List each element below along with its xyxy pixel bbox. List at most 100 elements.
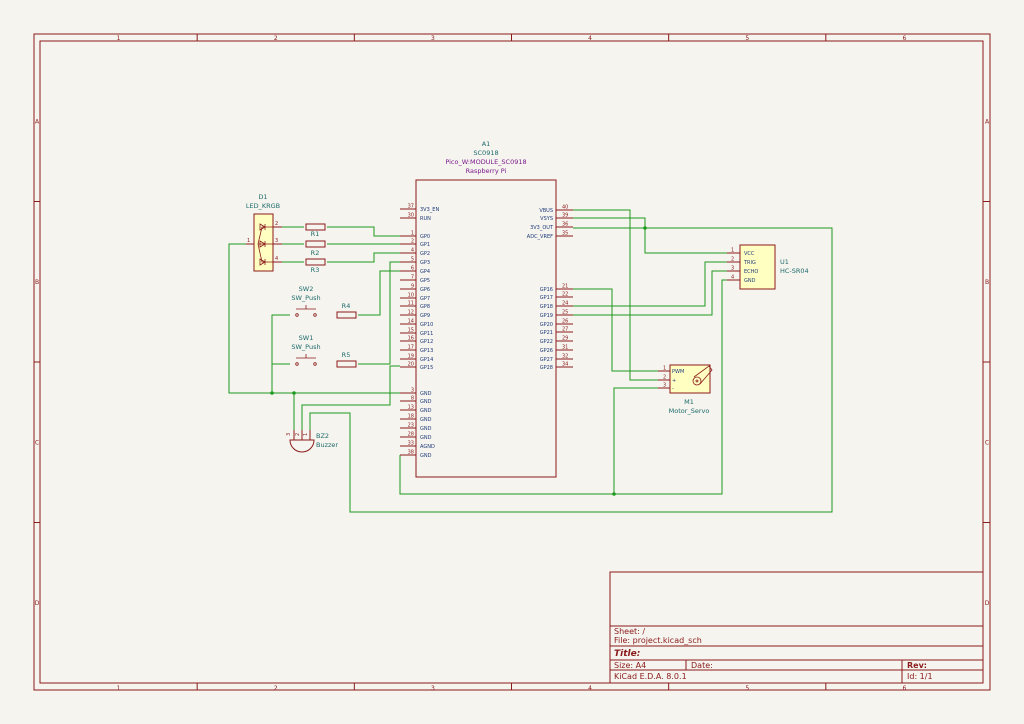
sensor-body [739, 244, 776, 290]
pico-pin-name: GP1 [420, 242, 430, 248]
frame-column-label: 4 [588, 685, 592, 692]
pico-pin-name: GP11 [420, 331, 433, 337]
title-block-size: Size: A4 [614, 661, 646, 670]
frame-column-label: 3 [431, 685, 435, 692]
resistor-body [336, 311, 357, 319]
servo-pin-name: - [672, 386, 674, 392]
pico-pin-number: 31 [562, 345, 568, 351]
pico-pin-number: 10 [408, 293, 414, 299]
resistor-body [305, 223, 326, 231]
frame-column-label: 5 [745, 685, 749, 692]
pico-pin-name: RUN [420, 216, 431, 222]
pico-pin-name: GP16 [540, 287, 553, 293]
pico-pin-name: GP18 [540, 304, 553, 310]
pico-pin-name: 3V3_OUT [530, 225, 554, 231]
pico-pin-number: 1 [411, 231, 414, 237]
frame-column-label: 1 [117, 35, 121, 42]
sensor-pin-number: 1 [731, 248, 734, 254]
pico-pin-number: 14 [408, 319, 414, 325]
pico-pin-number: 21 [562, 284, 568, 290]
push-switch-sw2[interactable]: SW2 SW_Push [291, 285, 321, 317]
pico-pin-name: GP5 [420, 278, 430, 284]
pico-pin-name: GP19 [540, 313, 553, 319]
outer-frame [33, 33, 991, 691]
buzzer-icon [289, 439, 315, 453]
frame-row-label: B [985, 279, 989, 286]
frame-column-label: 6 [903, 35, 907, 42]
servo-pin-number: 2 [663, 375, 666, 381]
pico-value: SC0918 [473, 149, 498, 157]
pico-pin-number: 13 [408, 405, 414, 411]
pico-pin-name: GP7 [420, 296, 430, 302]
resistor-body [305, 240, 326, 248]
pico-pin-number: 29 [562, 336, 568, 342]
frame-column-label: 2 [274, 35, 278, 42]
pico-pin-name: GP9 [420, 313, 430, 319]
sensor-pin-name: ECHO [744, 269, 758, 275]
led-pin-1: 1 [247, 238, 250, 244]
resistor-r1[interactable]: R1 [305, 223, 326, 238]
pico-footprint: Pico_W:MODULE_SC0918 [445, 158, 526, 166]
pico-pin-number: 17 [408, 345, 414, 351]
pico-pin-name: GP20 [540, 322, 553, 328]
pico-pin-number: 33 [408, 441, 414, 447]
pico-pin-number: 36 [562, 222, 568, 228]
pico-w-module[interactable]: A1 SC0918 Pico_W:MODULE_SC0918 Raspberry… [400, 140, 573, 478]
title-block-sheet: Sheet: / [614, 627, 645, 636]
pico-pin-number: 7 [411, 275, 414, 281]
servo-pin-number: 1 [663, 366, 666, 372]
resistor-ref: R1 [311, 230, 320, 238]
pico-pin-number: 5 [411, 257, 414, 263]
pico-pin-name: GP14 [420, 357, 433, 363]
pico-pin-number: 35 [562, 231, 568, 237]
pico-pin-number: 18 [408, 414, 414, 420]
sensor-pin-number: 4 [731, 275, 734, 281]
pico-pin-name: GND [420, 391, 432, 397]
resistor-body [305, 258, 326, 266]
pico-pin-number: 37 [408, 204, 414, 210]
pico-pin-name: GP22 [540, 339, 553, 345]
frame-row-label: C [35, 439, 39, 446]
pico-pin-number: 4 [411, 248, 414, 254]
led-diode-icon [257, 223, 273, 266]
frame-column-label: 2 [274, 685, 278, 692]
frame-row-label: B [35, 279, 39, 286]
pico-pin-name: GND [420, 408, 432, 414]
push-switch-icon [295, 305, 317, 317]
switch-value: SW_Push [291, 343, 320, 351]
pico-pin-name: GP17 [540, 295, 553, 301]
pico-pin-number: 11 [408, 301, 414, 307]
resistor-r5[interactable]: R5 [336, 351, 357, 368]
frame-row-label: C [985, 439, 989, 446]
resistor-r3[interactable]: R3 [305, 258, 326, 274]
pico-pin-name: GP0 [420, 234, 430, 240]
led-body [253, 213, 274, 272]
pico-pin-number: 38 [408, 450, 414, 456]
servo-ref: M1 [684, 398, 694, 406]
pico-pin-name: GND [420, 426, 432, 432]
sensor-pin-name: VCC [744, 251, 755, 257]
pico-right-pins: 40VBUS39VSYS363V3_OUT35ADC_VREF21GP1622G… [527, 205, 573, 371]
pico-pin-number: 30 [408, 213, 414, 219]
led-pin-3: 3 [275, 238, 278, 244]
pico-pin-name: GP2 [420, 251, 430, 257]
rgb-led[interactable]: D1 LED_KRGB 2 3 4 1 [246, 193, 282, 272]
switch-ref: SW1 [299, 334, 314, 342]
buzzer-bz2[interactable]: 3 2 1 BZ2 Buzzer [286, 430, 338, 453]
frame-row-label: A [985, 118, 990, 125]
led-pin-2: 2 [275, 221, 278, 227]
resistor-ref: R4 [342, 302, 351, 310]
wires [228, 209, 833, 513]
resistor-r4[interactable]: R4 [336, 302, 357, 319]
pico-pin-name: GND [420, 453, 432, 459]
pico-pin-number: 26 [562, 319, 568, 325]
title-block-tool: KiCad E.D.A. 8.0.1 [614, 672, 687, 681]
servo-value: Motor_Servo [669, 407, 710, 415]
resistor-r2[interactable]: R2 [305, 240, 326, 257]
pico-pin-number: 23 [408, 423, 414, 429]
pico-pin-name: GND [420, 435, 432, 441]
push-switch-sw1[interactable]: SW1 SW_Push [291, 334, 321, 366]
led-value: LED_KRGB [246, 202, 280, 210]
